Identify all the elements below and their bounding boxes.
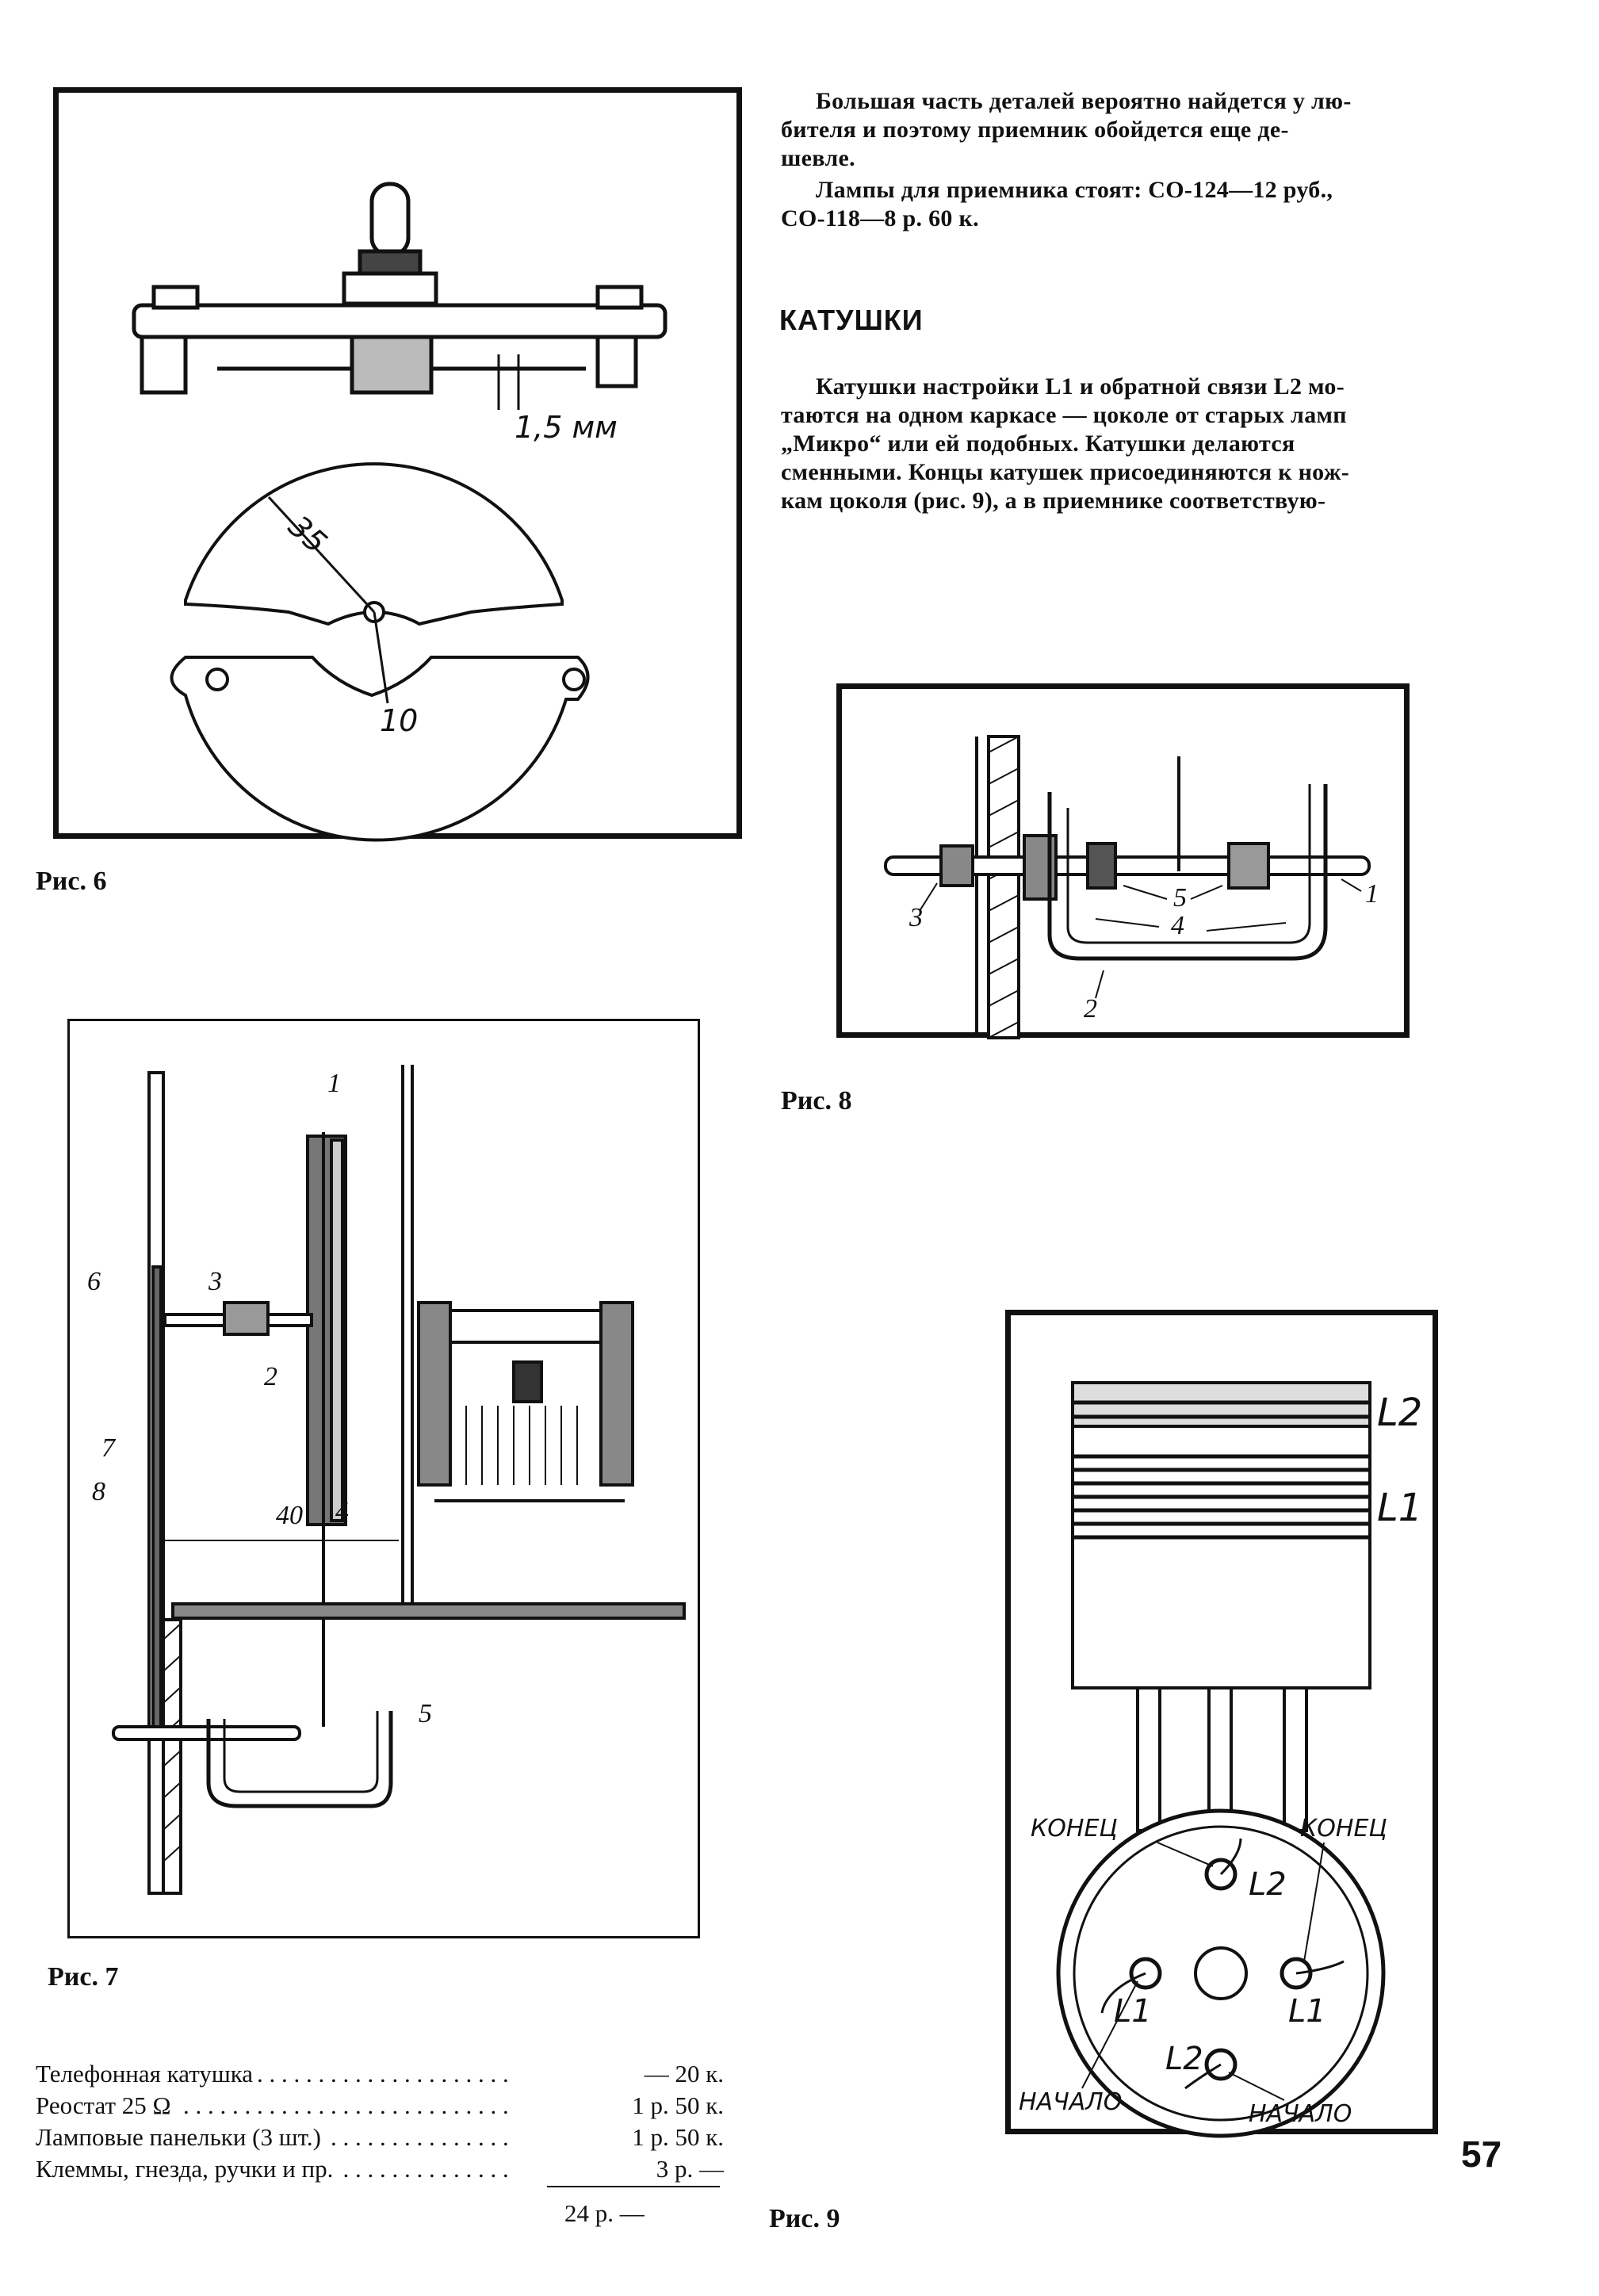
- cost-item: Клеммы, гнезда, ручки и пр.: [36, 2153, 339, 2185]
- coils-line-4: сменными. Концы катушек присоединяются к…: [781, 459, 1350, 485]
- fig7-dimension-40: 40: [276, 1501, 303, 1530]
- fig7-label-4: 4: [335, 1497, 349, 1526]
- fig8-label-4: 4: [1171, 911, 1184, 940]
- fig9-pin-l2-top: L2: [1249, 1866, 1287, 1903]
- fig9-start-left: НАЧАЛО: [1019, 2088, 1123, 2116]
- cost-item: Телефонная катушка: [36, 2058, 258, 2090]
- cost-row: . . . . . . . . . . . . . . . . . . . . …: [36, 2058, 724, 2090]
- coils-paragraph: Катушки настройки L1 и обратной связи L2…: [781, 373, 1467, 515]
- cost-row: . . . . . . . . . . . . . . . . . . . . …: [36, 2122, 724, 2153]
- fig9-caption: Рис. 9: [769, 2204, 840, 2233]
- fig7-label-3: 3: [208, 1267, 222, 1296]
- fig9-start-right: НАЧАЛО: [1249, 2100, 1352, 2128]
- fig8-label-1: 1: [1365, 879, 1379, 909]
- fig7-label-2: 2: [264, 1362, 277, 1391]
- section-heading: КАТУШКИ: [779, 304, 924, 336]
- lamps-line-2: СО-118—8 р. 60 к.: [781, 205, 979, 232]
- figure-8-drawing: [884, 735, 1371, 1039]
- figure-6: 1,5 мм 35 10: [53, 87, 742, 842]
- cost-row: . . . . . . . . . . . . . . . . . . . . …: [36, 2153, 724, 2185]
- fig7-label-8: 8: [92, 1477, 105, 1506]
- figure-7: 1 2 3 4 5 6 7 8 40: [67, 1019, 700, 1938]
- lamps-line-1: Лампы для приемника стоят: СО-124—12 руб…: [816, 177, 1333, 203]
- fig9-end-left: КОНЕЦ: [1031, 1815, 1118, 1843]
- fig6-hole-label: 10: [380, 703, 419, 738]
- intro-paragraph: Большая часть деталей вероятно найдется …: [781, 87, 1467, 233]
- coils-line-2: таются на одном каркасе — цоколе от стар…: [781, 402, 1347, 428]
- sum-rule: [547, 2186, 720, 2187]
- fig9-pin-l1-right: L1: [1288, 1993, 1326, 2030]
- cost-price: — 20 к.: [639, 2058, 724, 2090]
- figure-6-drawing: [132, 182, 668, 842]
- fig9-pin-l2-bottom: L2: [1165, 2041, 1203, 2077]
- coils-line-5: кам цоколя (рис. 9), а в приемнике соотв…: [781, 488, 1326, 514]
- fig7-label-1: 1: [327, 1069, 341, 1098]
- coils-line-3: „Микро“ или ей подобных. Катушки делаютс…: [781, 430, 1295, 457]
- cost-price: 3 р. —: [651, 2153, 724, 2185]
- cost-price: 1 р. 50 к.: [627, 2090, 724, 2122]
- intro-line-2: бителя и поэтому приемник обойдется еще …: [781, 117, 1289, 143]
- fig6-caption: Рис. 6: [36, 867, 107, 896]
- figure-9: L2 L1 КОНЕЦ КОНЕЦ L2 L1 L1 L2 НАЧАЛО НАЧ…: [1005, 1310, 1438, 2138]
- intro-line-1: Большая часть деталей вероятно найдется …: [816, 88, 1352, 114]
- fig7-label-6: 6: [87, 1267, 101, 1296]
- figure-9-drawing: [1056, 1381, 1386, 2138]
- cost-total: 24 р. —: [564, 2199, 645, 2227]
- page-number: 57: [1461, 2133, 1502, 2175]
- fig9-pin-l1-left: L1: [1114, 1993, 1152, 2030]
- cost-item: Реостат 25 Ω: [36, 2090, 176, 2122]
- fig8-label-5: 5: [1173, 883, 1187, 913]
- fig7-caption: Рис. 7: [48, 1962, 119, 1992]
- fig6-gap-label: 1,5 мм: [515, 410, 618, 445]
- figure-8: 1 2 3 4 5: [836, 683, 1410, 1039]
- fig7-label-7: 7: [101, 1433, 115, 1463]
- fig9-l1-label: L1: [1377, 1486, 1423, 1530]
- cost-item: Ламповые панельки (3 шт.): [36, 2122, 326, 2153]
- fig9-l2-label: L2: [1377, 1391, 1423, 1435]
- fig8-label-2: 2: [1084, 994, 1097, 1024]
- cost-row: . . . . . . . . . . . . . . . . . . . . …: [36, 2090, 724, 2122]
- cost-price: 1 р. 50 к.: [627, 2122, 724, 2153]
- coils-line-1: Катушки настройки L1 и обратной связи L2…: [816, 373, 1345, 400]
- cost-table: . . . . . . . . . . . . . . . . . . . . …: [36, 2058, 724, 2185]
- figure-7-drawing: [112, 1065, 686, 1895]
- fig8-caption: Рис. 8: [781, 1086, 852, 1115]
- fig7-label-5: 5: [419, 1699, 432, 1728]
- intro-line-3: шевле.: [781, 145, 855, 171]
- fig8-label-3: 3: [909, 903, 923, 932]
- fig9-end-right: КОНЕЦ: [1300, 1815, 1387, 1843]
